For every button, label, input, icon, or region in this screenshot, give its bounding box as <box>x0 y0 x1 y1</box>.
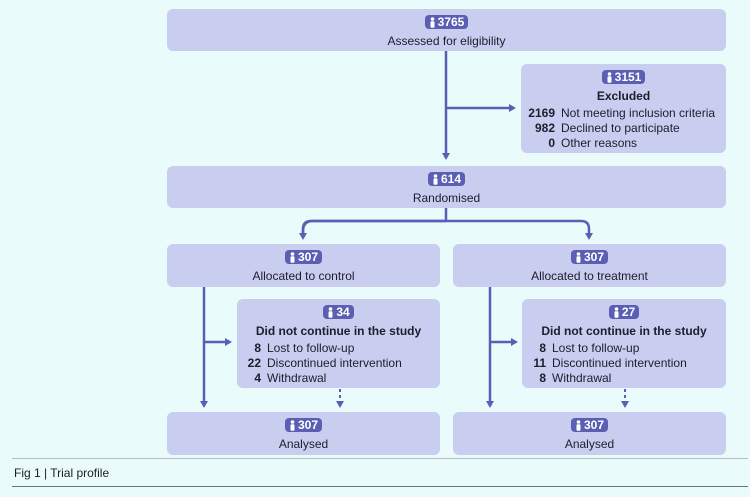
assessed-label: Assessed for eligibility <box>387 33 506 48</box>
reason-label: Withdrawal <box>267 370 327 385</box>
person-icon <box>575 419 582 431</box>
control-reason-row: 8 Lost to follow-up <box>243 341 440 356</box>
treatment-allocated-badge: 307 <box>570 250 609 264</box>
assessed-count: 3765 <box>437 15 465 29</box>
reason-label: Withdrawal <box>552 370 612 385</box>
reason-count: 2169 <box>528 105 555 120</box>
treatment-analysed-count: 307 <box>583 418 605 432</box>
treatment-allocated-count: 307 <box>583 250 605 264</box>
control-allocated-box: 307 Allocated to control <box>167 244 440 287</box>
person-icon <box>289 251 296 263</box>
assessed-box: 3765 Assessed for eligibility <box>167 9 726 51</box>
reason-label: Lost to follow-up <box>552 340 640 355</box>
randomised-count: 614 <box>440 172 462 186</box>
reason-count: 8 <box>539 340 546 355</box>
treatment-allocated-label: Allocated to treatment <box>531 268 648 283</box>
reason-label: Declined to participate <box>561 120 680 135</box>
control-analysed-box: 307 Analysed <box>167 412 440 455</box>
treatment-discontinued-box: 27 Did not continue in the study 8 Lost … <box>522 299 726 388</box>
reason-label: Lost to follow-up <box>267 340 355 355</box>
control-allocated-count: 307 <box>297 250 319 264</box>
person-icon <box>289 419 296 431</box>
treatment-discontinued-count: 27 <box>621 305 636 319</box>
reason-label: Other reasons <box>561 135 638 150</box>
treatment-analysed-box: 307 Analysed <box>453 412 726 455</box>
figure-caption: Fig 1 | Trial profile <box>14 466 110 480</box>
control-discontinued-reasons: 8 Lost to follow-up 22 Discontinued inte… <box>243 341 440 386</box>
reason-label: Discontinued intervention <box>267 355 402 370</box>
caption-rule <box>12 458 748 459</box>
randomised-label: Randomised <box>412 190 481 205</box>
control-discontinued-box: 34 Did not continue in the study 8 Lost … <box>237 299 440 388</box>
randomised-box: 614 Randomised <box>167 166 726 208</box>
treatment-reason-row: 8 Withdrawal <box>528 371 726 386</box>
treatment-discontinued-title: Did not continue in the study <box>541 323 707 338</box>
reason-count: 4 <box>254 370 261 385</box>
assessed-badge: 3765 <box>424 15 469 29</box>
treatment-discontinued-badge: 27 <box>608 305 640 319</box>
person-icon <box>429 16 436 28</box>
control-analysed-badge: 307 <box>284 418 323 432</box>
reason-count: 11 <box>533 355 546 370</box>
reason-count: 982 <box>534 120 555 135</box>
excluded-badge: 3151 <box>601 70 646 84</box>
control-allocated-badge: 307 <box>284 250 323 264</box>
caption-bottom-rule <box>12 486 748 487</box>
person-icon <box>606 71 613 83</box>
reason-count: 8 <box>254 340 261 355</box>
excluded-reason-row: 982 Declined to participate <box>527 121 726 136</box>
control-discontinued-title: Did not continue in the study <box>255 323 422 338</box>
control-reason-row: 22 Discontinued intervention <box>243 356 440 371</box>
treatment-allocated-box: 307 Allocated to treatment <box>453 244 726 287</box>
treatment-analysed-label: Analysed <box>564 436 615 451</box>
randomised-badge: 614 <box>427 172 466 186</box>
treatment-reason-row: 8 Lost to follow-up <box>528 341 726 356</box>
control-analysed-count: 307 <box>297 418 319 432</box>
reason-count: 22 <box>247 355 261 370</box>
reason-count: 8 <box>539 370 546 385</box>
person-icon <box>613 306 620 318</box>
excluded-count: 3151 <box>614 70 642 84</box>
reason-label: Discontinued intervention <box>552 355 687 370</box>
control-discontinued-badge: 34 <box>323 305 354 319</box>
reason-count: 0 <box>548 135 555 150</box>
control-analysed-label: Analysed <box>278 436 329 451</box>
control-reason-row: 4 Withdrawal <box>243 371 440 386</box>
person-icon <box>432 173 439 185</box>
excluded-reasons: 2169 Not meeting inclusion criteria 982 … <box>527 106 726 151</box>
excluded-reason-row: 2169 Not meeting inclusion criteria <box>527 106 726 121</box>
control-discontinued-count: 34 <box>336 305 350 319</box>
treatment-discontinued-reasons: 8 Lost to follow-up 11 Discontinued inte… <box>528 341 726 386</box>
reason-label: Not meeting inclusion criteria <box>561 105 716 120</box>
treatment-analysed-badge: 307 <box>570 418 609 432</box>
treatment-reason-row: 11 Discontinued intervention <box>528 356 726 371</box>
person-icon <box>327 306 334 318</box>
excluded-box: 3151 Excluded 2169 Not meeting inclusion… <box>521 64 726 153</box>
excluded-reason-row: 0 Other reasons <box>527 136 726 151</box>
connector-randomised-split <box>301 219 593 240</box>
control-allocated-label: Allocated to control <box>252 268 355 283</box>
person-icon <box>575 251 582 263</box>
excluded-title: Excluded <box>596 88 651 103</box>
